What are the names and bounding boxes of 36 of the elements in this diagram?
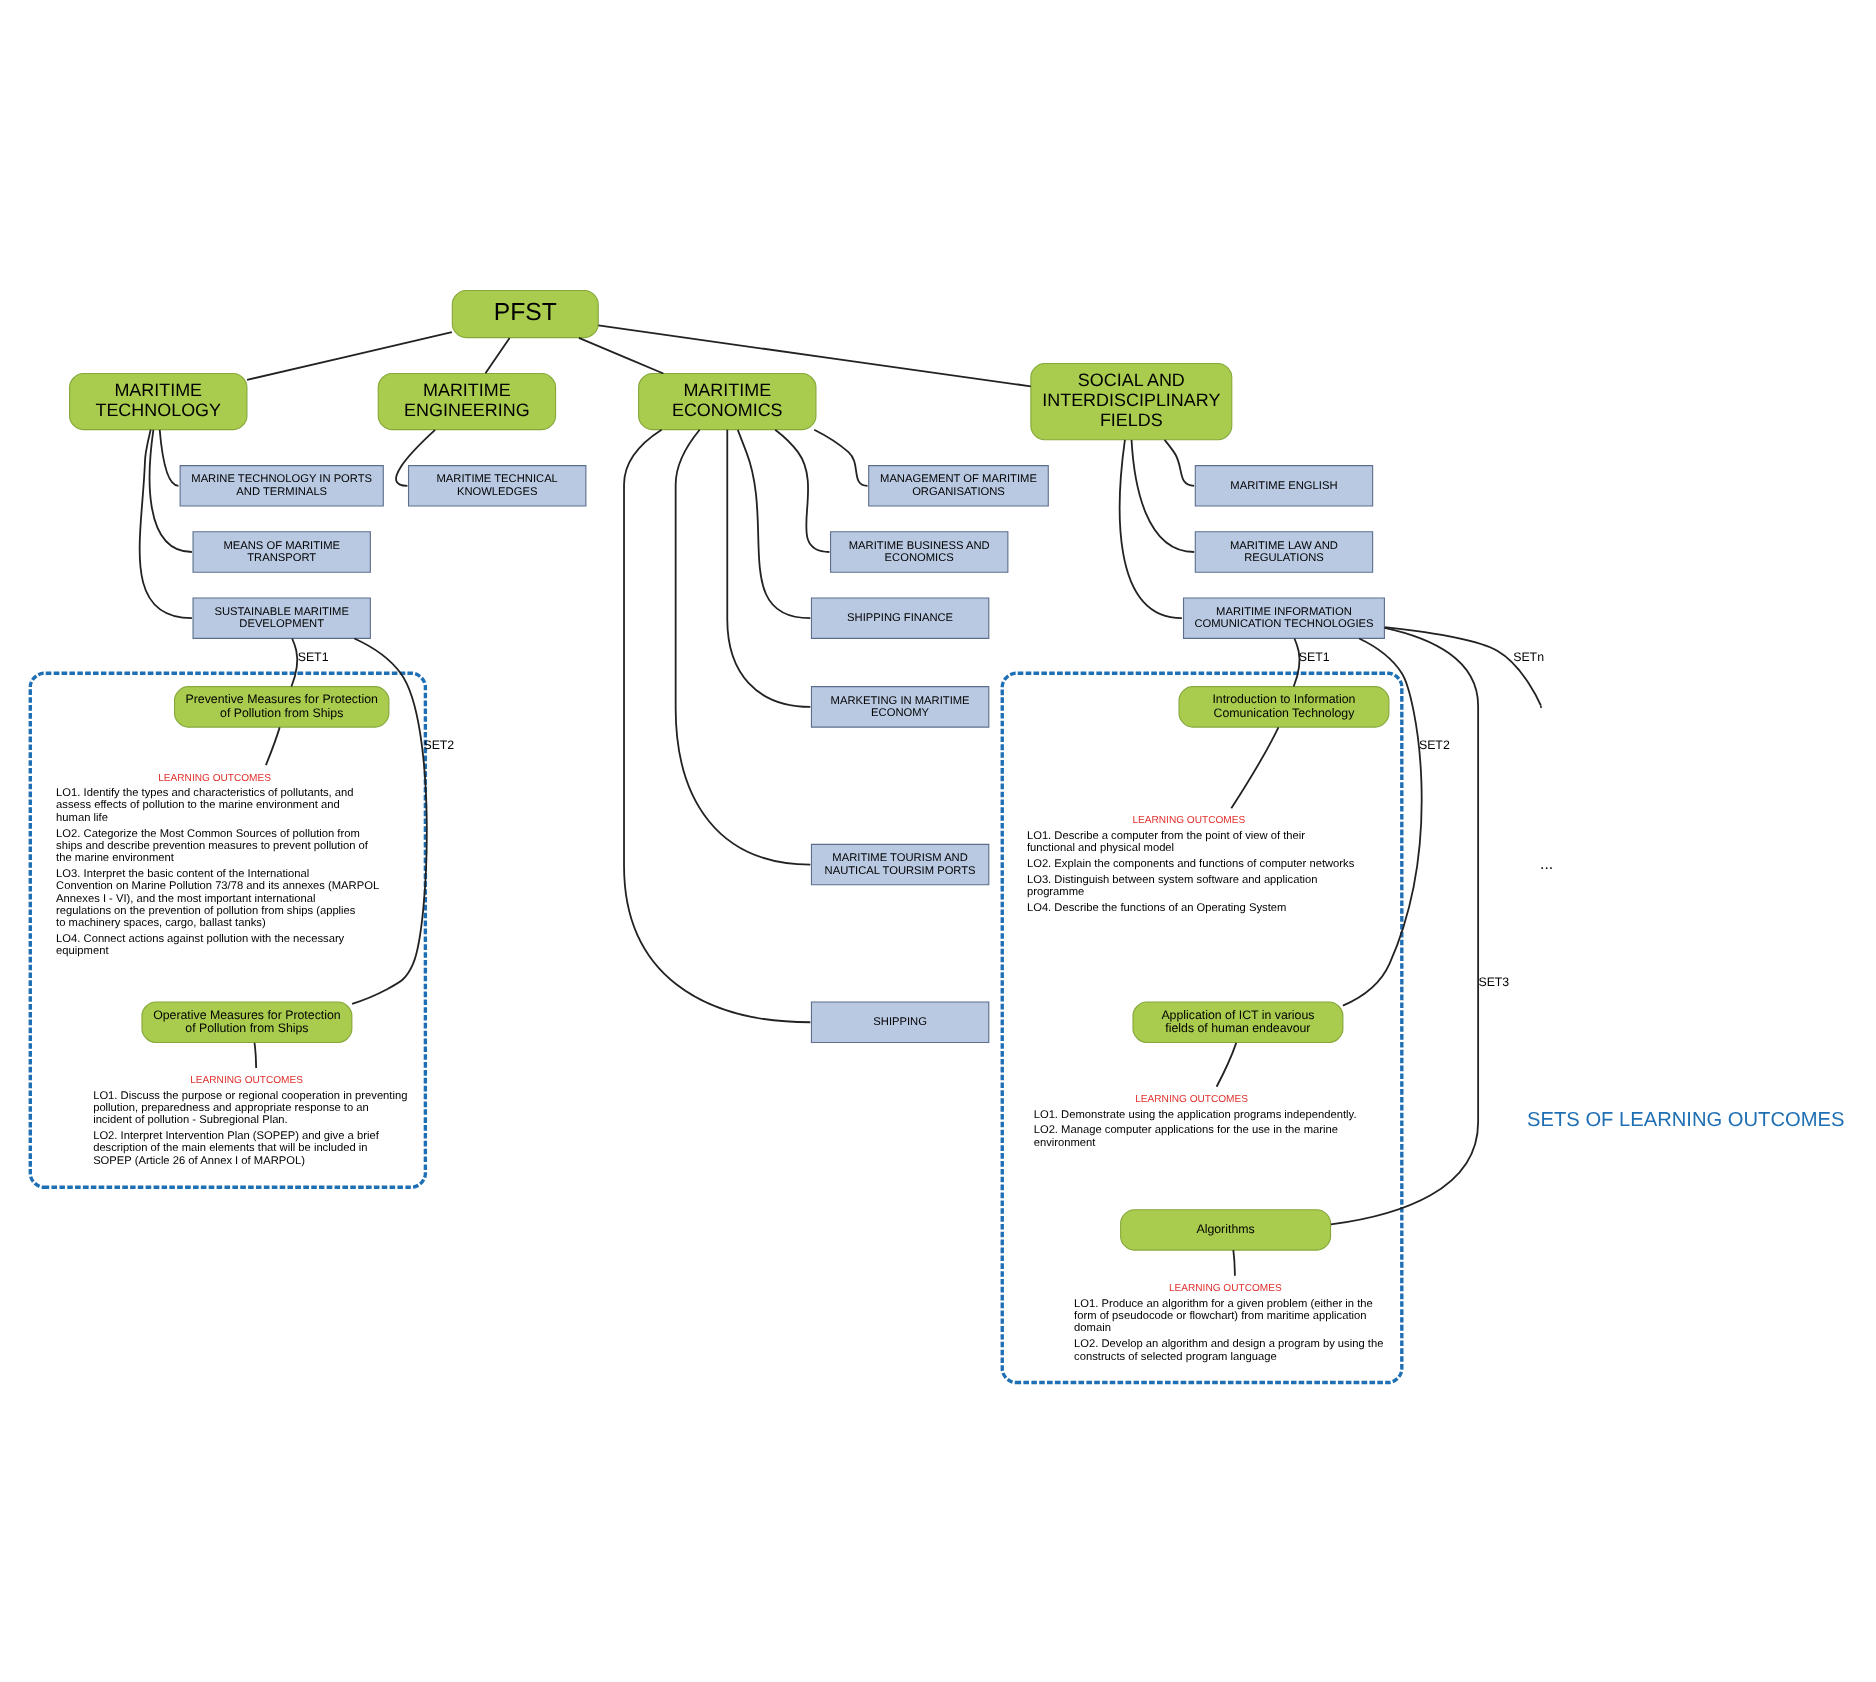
connector (736, 429, 812, 620)
cluster (28, 671, 428, 1189)
connector (253, 1042, 258, 1069)
node-box: MARITIME ENGINEERING (377, 373, 557, 431)
connector (1130, 439, 1196, 553)
connector (1232, 1249, 1236, 1277)
connector (774, 428, 831, 553)
connector (1230, 726, 1280, 810)
connector (1383, 626, 1542, 707)
connector (1215, 1042, 1238, 1088)
connector (138, 428, 193, 620)
connector (484, 337, 511, 375)
connector (158, 429, 180, 487)
connector (597, 324, 1032, 388)
connector (246, 331, 453, 381)
connector (813, 428, 869, 487)
connector (623, 428, 812, 1024)
connector (351, 637, 428, 1005)
connector (1163, 439, 1196, 487)
cluster (1000, 671, 1404, 1385)
connector (1329, 626, 1480, 1226)
node-box: PFST (451, 289, 599, 339)
connector (148, 428, 193, 553)
connector (1118, 438, 1183, 620)
connector (290, 637, 299, 688)
connector (577, 336, 665, 375)
node-box: MARITIME TECHNOLOGY (69, 373, 248, 431)
connector (1342, 637, 1423, 1007)
connector (726, 428, 812, 708)
connector (395, 429, 436, 487)
node-box: MARITIME ECONOMICS (638, 373, 817, 431)
connector (1292, 637, 1301, 688)
connector (674, 428, 812, 866)
label: SETS OF LEARNING OUTCOMES (1527, 1109, 1845, 1132)
node-box: SOCIAL AND INTERDISCIPLINARY FIELDS (1030, 362, 1233, 441)
connector (265, 726, 281, 767)
